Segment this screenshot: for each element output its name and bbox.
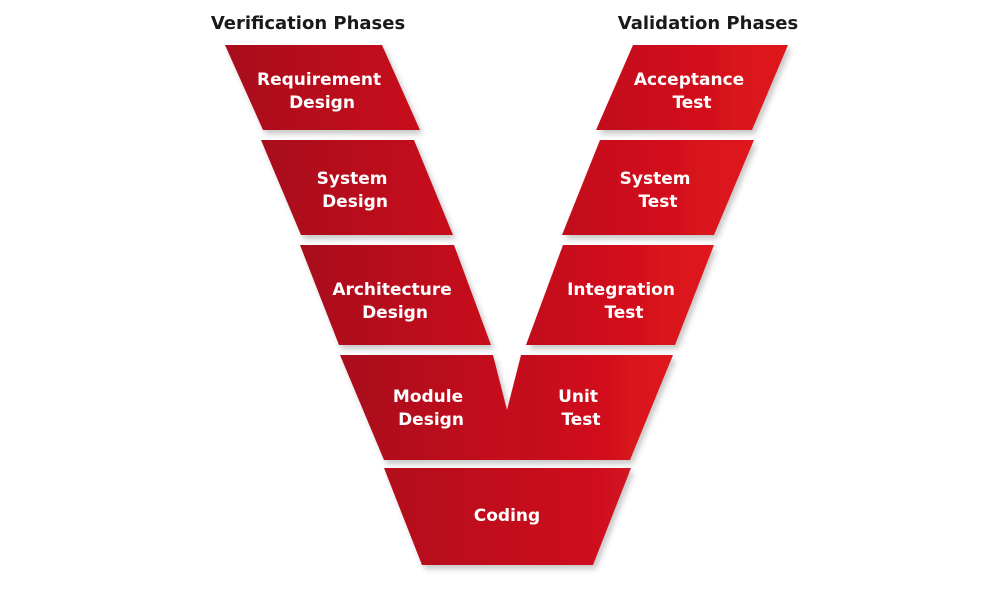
phase-label-line1: Requirement — [257, 70, 381, 90]
svg-text:System Test: System Test — [620, 169, 697, 212]
phase-label-line1: Acceptance — [634, 70, 744, 90]
verification-phases-heading: Verification Phases — [211, 13, 405, 34]
phase-acceptance-test: Acceptance Test — [596, 45, 788, 130]
phase-label-line2: Test — [638, 192, 677, 212]
phase-module-design: Module Design — [340, 355, 521, 460]
svg-text:Architecture Design: Architecture Design — [332, 280, 457, 323]
validation-phases-heading: Validation Phases — [618, 13, 798, 34]
phase-label-line1: System — [620, 169, 691, 189]
phase-label-line1: Architecture — [332, 280, 451, 300]
phase-label-line2: Design — [289, 93, 355, 113]
svg-text:Module Design: Module Design — [393, 387, 469, 430]
phase-label-line2: Design — [362, 303, 428, 323]
phase-integration-test: Integration Test — [526, 245, 714, 345]
svg-text:System Design: System Design — [317, 169, 394, 212]
phase-label: Coding — [474, 506, 540, 526]
phase-label-line1: Module — [393, 387, 463, 407]
validation-phases: Acceptance Test System Test Integration … — [521, 45, 788, 460]
phase-label-line1: System — [317, 169, 388, 189]
phase-label-line2: Design — [398, 410, 464, 430]
phase-architecture-design: Architecture Design — [300, 245, 491, 345]
phase-coding: Coding — [384, 468, 631, 565]
phase-unit-test: Unit Test — [521, 355, 673, 460]
svg-text:Requirement Design: Requirement Design — [257, 70, 387, 113]
phase-label-line1: Unit — [558, 387, 598, 407]
svg-text:Integration Test: Integration Test — [567, 280, 681, 323]
phase-system-design: System Design — [261, 140, 453, 235]
phase-requirement-design: Requirement Design — [225, 45, 420, 130]
svg-text:Unit Test: Unit Test — [558, 387, 604, 430]
phase-label-line1: Integration — [567, 280, 675, 300]
phase-label-line2: Design — [322, 192, 388, 212]
svg-text:Acceptance Test: Acceptance Test — [634, 70, 750, 113]
phase-label-line2: Test — [604, 303, 643, 323]
phase-system-test: System Test — [562, 140, 754, 235]
verification-phases: Requirement Design System Design Archite… — [225, 45, 521, 460]
phase-label-line2: Test — [561, 410, 600, 430]
phase-label-line2: Test — [672, 93, 711, 113]
